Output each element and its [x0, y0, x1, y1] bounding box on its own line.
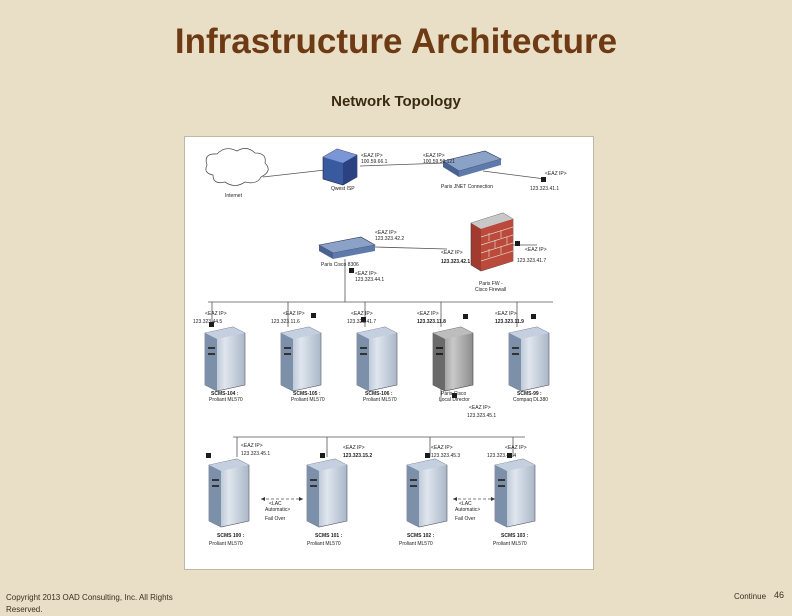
fw-inside-ip-address: 123.323.42.1 — [441, 259, 470, 265]
server-name-scms105: SCMS-105 : — [293, 391, 321, 397]
router-lan-ip-address: 123.323.44.1 — [355, 277, 384, 283]
topology-svg: Internet Qwest ISP <EAZ IP> 100.59.66.1 … — [193, 148, 567, 547]
failover-2-line2: Automatic> — [455, 507, 480, 513]
server-icon — [508, 326, 550, 392]
page-number: 46 — [774, 590, 785, 600]
row1-ip-address-3: 123.323.41.7 — [347, 319, 376, 325]
local-director-model: Local Director — [439, 397, 470, 403]
isp-label: Qwest ISP — [331, 186, 355, 192]
copyright-footer: Copyright 2013 OAD Consulting, Inc. All … — [6, 593, 173, 614]
server-name-scms99: SCMS-99 : — [517, 391, 542, 397]
failover-2-line3: Fail Over — [455, 516, 476, 522]
failover-1-line1: <LAC — [269, 501, 282, 507]
server-name-scms103: SCMS 103 : — [501, 533, 529, 539]
jnet-out-ip-tag: <EAZ IP> — [545, 171, 567, 177]
row1-ip-tag-1: <EAZ IP> — [205, 311, 227, 317]
cisco-router-icon — [318, 236, 376, 259]
server-name-scms102: SCMS 102 : — [407, 533, 435, 539]
failover-2-line1: <LAC — [459, 501, 472, 507]
server-icon — [356, 326, 398, 392]
row1-ip-address-1: 123.323.44.5 — [193, 319, 222, 325]
server-icon — [208, 458, 250, 528]
server-icon — [306, 458, 348, 528]
row2-ip-address-4: 123.323.45.4 — [487, 453, 516, 459]
row2-ip-tag-2: <EAZ IP> — [343, 445, 365, 451]
router-ip-address: 123.323.42.2 — [375, 236, 404, 242]
firewall-label-2: Cisco Firewall — [475, 287, 506, 293]
server-model-scms101: Proliant ML570 — [307, 541, 341, 547]
row1-ip-tag-4: <EAZ IP> — [417, 311, 439, 317]
server-model-scms102: Proliant ML570 — [399, 541, 433, 547]
fw-outside-ip-tag: <EAZ IP> — [525, 247, 547, 253]
server-model-scms103: Proliant ML570 — [493, 541, 527, 547]
row2-ip-address-2: 123.323.15.2 — [343, 453, 372, 459]
firewall-label: Paris FW - — [479, 281, 503, 287]
server-model-scms104: Proliant ML570 — [209, 397, 243, 403]
jnet-ip-tag: <EAZ IP> — [423, 153, 445, 159]
server-name-scms104: SCMS-104 : — [211, 391, 239, 397]
router-lan-ip-tag: <EAZ IP> — [355, 271, 377, 277]
server-name-scms101: SCMS 101 : — [315, 533, 343, 539]
local-director-ip-address: 123.323.45.1 — [467, 413, 496, 419]
cisco-router-label: Paris Cisco 8306 — [321, 262, 359, 268]
failover-arrows — [261, 497, 495, 501]
row2-ip-address-3: 123.323.45.3 — [431, 453, 460, 459]
internet-cloud-icon — [205, 148, 269, 186]
row2-ip-address-1: 123.323.45.1 — [241, 451, 270, 457]
isp-router-icon — [322, 148, 358, 186]
jnet-connection-label: Paris JNET Connection — [441, 184, 493, 190]
server-icon — [406, 458, 448, 528]
server-icon — [204, 326, 246, 392]
server-name-scms100: SCMS 100 : — [217, 533, 245, 539]
internet-label: Internet — [225, 193, 243, 199]
slide-subtitle: Network Topology — [331, 93, 461, 110]
failover-1-line2: Automatic> — [265, 507, 290, 513]
fw-outside-ip-address: 123.323.41.7 — [517, 258, 546, 264]
fw-inside-ip-tag: <EAZ IP> — [441, 250, 463, 256]
row2-ip-tag-1: <EAZ IP> — [241, 443, 263, 449]
slide-title: Infrastructure Architecture — [174, 22, 618, 61]
row1-ip-address-2: 123.323.11.6 — [271, 319, 300, 325]
server-model-scms105: Proliant ML570 — [291, 397, 325, 403]
router-ip-tag: <EAZ IP> — [375, 230, 397, 236]
failover-1-line3: Fail Over — [265, 516, 286, 522]
jnet-ip-address: 100.59.50.121 — [423, 159, 455, 165]
local-director-ip-tag: <EAZ IP> — [469, 405, 491, 411]
continue-link[interactable]: Continue — [734, 592, 767, 601]
row1-ip-address-5: 123.323.11.9 — [495, 319, 524, 325]
jnet-out-ip-address: 123.323.41.1 — [530, 186, 559, 192]
local-director-icon — [432, 326, 474, 392]
connection-lines — [208, 162, 553, 457]
row1-ip-tag-3: <EAZ IP> — [351, 311, 373, 317]
server-model-scms106: Proliant ML570 — [363, 397, 397, 403]
row1-ip-tag-5: <EAZ IP> — [495, 311, 517, 317]
row1-ip-tag-2: <EAZ IP> — [283, 311, 305, 317]
isp-ip-address: 100.59.66.1 — [361, 159, 388, 165]
local-director-name: Paris Cisco — [441, 391, 467, 397]
server-name-scms106: SCMS-106 : — [365, 391, 393, 397]
server-icon — [280, 326, 322, 392]
jnet-connection-device-icon — [442, 150, 502, 177]
isp-ip-tag: <EAZ IP> — [361, 153, 383, 159]
server-model-scms99: Compaq DL380 — [513, 397, 548, 403]
firewall-icon — [470, 212, 514, 272]
row2-ip-tag-3: <EAZ IP> — [431, 445, 453, 451]
server-model-scms100: Proliant ML570 — [209, 541, 243, 547]
network-topology-diagram: Internet Qwest ISP <EAZ IP> 100.59.66.1 … — [184, 136, 594, 570]
row2-ip-tag-4: <EAZ IP> — [505, 445, 527, 451]
row1-ip-address-4: 123.323.11.8 — [417, 319, 446, 325]
server-icon — [494, 458, 536, 528]
